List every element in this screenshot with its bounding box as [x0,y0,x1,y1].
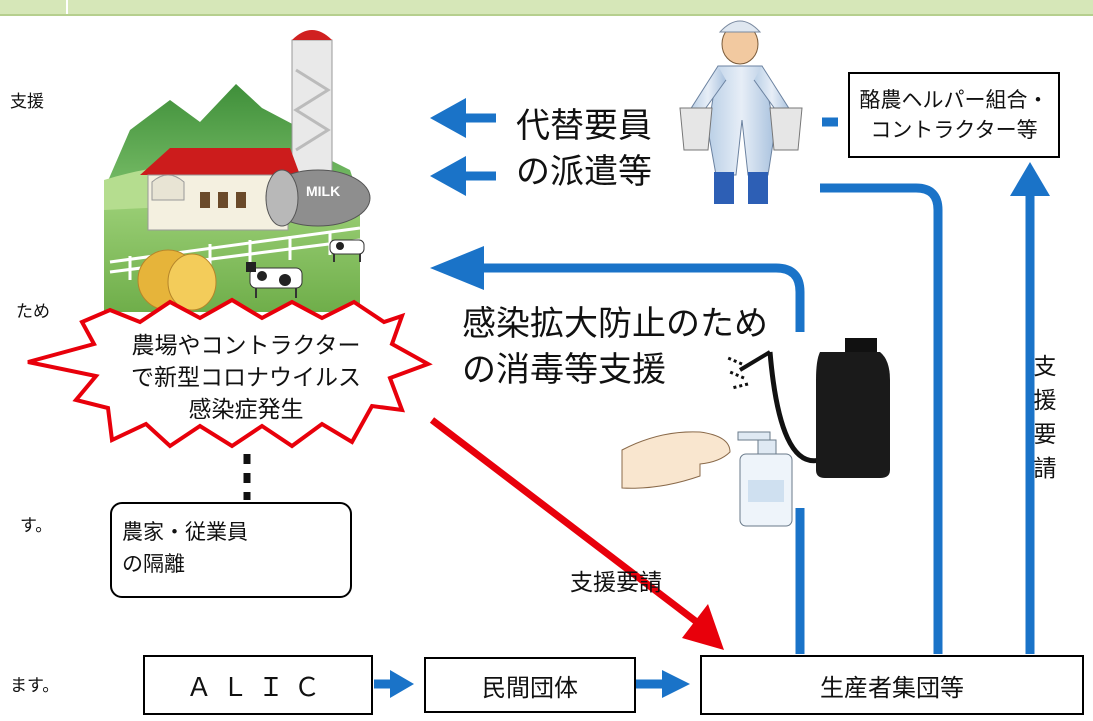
private-org-box: 民間団体 [424,657,636,713]
outbreak-line-1: 農場やコントラクター [131,333,361,359]
left-fragment-4: ます。 [10,676,60,696]
red-arrowhead [682,604,724,650]
support-request-vertical: 支援要請 [1033,354,1057,482]
arrowheads-blue [390,98,1050,698]
disinfect-label-line2: の消毒等支援 [462,350,666,390]
outbreak-text: 農場やコントラクター で新型コロナウイルス 感染症発生 [96,330,396,426]
isolation-box: 農家・従業員 の隔離 [110,502,352,598]
helper-union-line-1: 酪農ヘルパー組合・ [859,88,1049,112]
isolation-line-2: の隔離 [122,552,185,576]
left-fragment-2: ため [16,302,50,322]
outbreak-line-2: で新型コロナウイルス [131,365,361,391]
left-fragment-3: す。 [20,516,53,536]
left-fragment-1: 支援 [10,92,44,112]
farm-illustration: MILK [104,30,371,312]
top-bar [0,0,1093,16]
cow-icon [329,239,365,262]
cow-icon [246,262,303,298]
substitute-label-line1: 代替要員 [516,106,652,146]
top-bar-divider [66,0,68,16]
top-bar-line [0,14,1093,16]
outbreak-burst [27,297,433,449]
alic-box: ＡＬＩＣ [143,655,373,715]
disinfect-label-line1: 感染拡大防止のため [462,304,768,344]
farmer-illustration [679,20,803,204]
sanitizer-illustration [621,338,890,527]
helper-union-line-2: コントラクター等 [870,118,1038,142]
helper-union-box: 酪農ヘルパー組合・ コントラクター等 [848,72,1060,158]
support-request-label: 支援要請 [570,570,662,596]
red-arrow [429,417,705,629]
substitute-label-line2: の派遣等 [516,152,652,192]
isolation-text: 農家・従業員 の隔離 [122,516,248,580]
isolation-line-1: 農家・従業員 [122,520,248,544]
outbreak-line-3: 感染症発生 [188,397,304,423]
milk-sign: MILK [306,183,340,199]
blue-arrows [374,113,1035,689]
producer-group-box: 生産者集団等 [700,655,1084,715]
